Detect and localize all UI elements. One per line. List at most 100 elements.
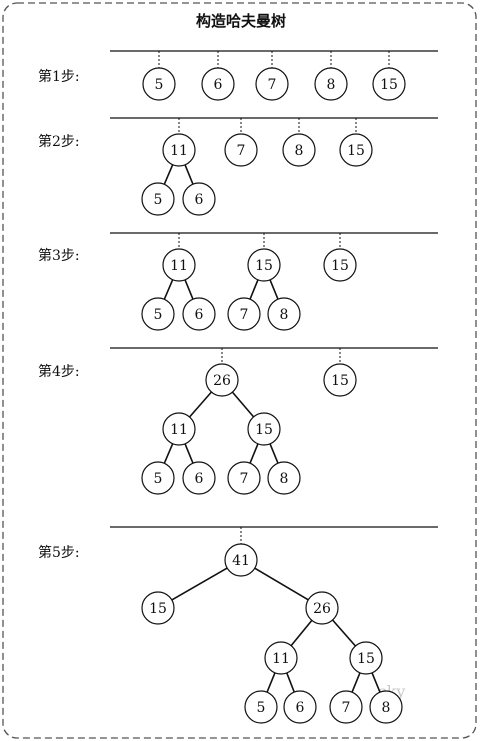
node-value: 11	[170, 143, 188, 159]
node-value: 6	[296, 700, 305, 716]
tree-node: 15	[141, 591, 175, 625]
tree-node: 11	[162, 248, 196, 282]
tree-node: 6	[182, 182, 216, 216]
tree-node: 7	[227, 461, 261, 495]
tree-node: 8	[267, 461, 301, 495]
tree-node: 5	[141, 297, 175, 331]
step-4-label: 第4步:	[38, 363, 80, 380]
node-circle	[141, 591, 175, 625]
node-circle	[142, 67, 176, 101]
node-value: 6	[195, 471, 204, 487]
node-value: 8	[280, 471, 289, 487]
node-circle	[224, 543, 258, 577]
node-circle	[201, 67, 235, 101]
step-3-label: 第3步:	[38, 247, 80, 264]
tree-node: 5	[244, 690, 278, 724]
node-value: 7	[240, 307, 249, 323]
tree-node: 15	[372, 67, 406, 101]
node-value: 6	[195, 307, 204, 323]
step-1-label: 第1步:	[38, 68, 80, 85]
node-circle	[227, 297, 261, 331]
node-value: 5	[154, 471, 163, 487]
tree-node: 15	[323, 363, 357, 397]
node-value: 5	[155, 77, 164, 93]
tree-edge	[188, 391, 213, 418]
node-value: 11	[170, 258, 188, 274]
step-4-group: 第4步: 26 15 11 15 5 6 7 8	[38, 347, 438, 495]
tree-node: 5	[142, 67, 176, 101]
tree-edge	[371, 672, 381, 693]
tree-node: 7	[224, 133, 258, 167]
tree-edge	[184, 443, 194, 464]
tree-node: 8	[314, 67, 348, 101]
tree-edge	[331, 619, 357, 647]
node-circle	[372, 67, 406, 101]
node-circle	[205, 363, 239, 397]
tree-node: 15	[247, 412, 281, 446]
node-value: 15	[331, 258, 349, 274]
node-value: 6	[195, 192, 204, 208]
tree-node: 6	[283, 690, 317, 724]
node-circle	[369, 690, 403, 724]
node-value: 7	[240, 471, 249, 487]
node-circle	[141, 461, 175, 495]
node-value: 15	[357, 651, 375, 667]
node-circle	[267, 297, 301, 331]
tree-edge	[269, 443, 279, 464]
tree-edge	[269, 279, 279, 300]
tree-edge	[254, 567, 309, 601]
node-value: 26	[213, 373, 231, 389]
node-value: 15	[380, 77, 398, 93]
tree-edge	[171, 567, 228, 601]
tree-node: 5	[141, 182, 175, 216]
tree-edge	[351, 672, 361, 693]
step-5-label: 第5步:	[38, 544, 80, 561]
step-2-label: 第2步:	[38, 133, 80, 150]
step-2-group: 第2步: 11 7 8 15 5 6	[38, 117, 438, 216]
tree-node: 8	[282, 133, 316, 167]
node-circle	[305, 591, 339, 625]
tree-node: 6	[201, 67, 235, 101]
tree-node: 15	[323, 248, 357, 282]
node-value: 11	[170, 422, 188, 438]
tree-edge	[249, 279, 259, 300]
node-circle	[282, 133, 316, 167]
tree-edge	[286, 672, 295, 693]
node-circle	[255, 67, 289, 101]
node-circle	[264, 641, 298, 675]
tree-node: 41	[224, 543, 258, 577]
node-circle	[247, 412, 281, 446]
diagram-title: 构造哈夫曼树	[196, 12, 286, 30]
node-value: 41	[232, 553, 250, 569]
tree-node: 7	[255, 67, 289, 101]
node-circle	[244, 690, 278, 724]
tree-edge	[163, 164, 174, 185]
node-value: 7	[342, 700, 351, 716]
node-circle	[323, 248, 357, 282]
tree-node: 26	[205, 363, 239, 397]
tree-edge	[266, 672, 276, 693]
tree-node: 15	[339, 133, 373, 167]
node-value: 8	[382, 700, 391, 716]
tree-edge	[184, 164, 194, 185]
tree-node: 6	[182, 461, 216, 495]
tree-edge	[163, 279, 174, 300]
tree-node: 7	[329, 690, 363, 724]
node-value: 15	[255, 422, 273, 438]
tree-edge	[163, 443, 174, 464]
node-circle	[267, 461, 301, 495]
node-circle	[182, 461, 216, 495]
node-value: 15	[347, 143, 365, 159]
node-circle	[227, 461, 261, 495]
node-value: 7	[237, 143, 246, 159]
node-circle	[141, 182, 175, 216]
node-value: 15	[331, 373, 349, 389]
node-circle	[162, 133, 196, 167]
tree-node: 15	[247, 248, 281, 282]
tree-node: 26	[305, 591, 339, 625]
tree-edge	[184, 279, 194, 300]
